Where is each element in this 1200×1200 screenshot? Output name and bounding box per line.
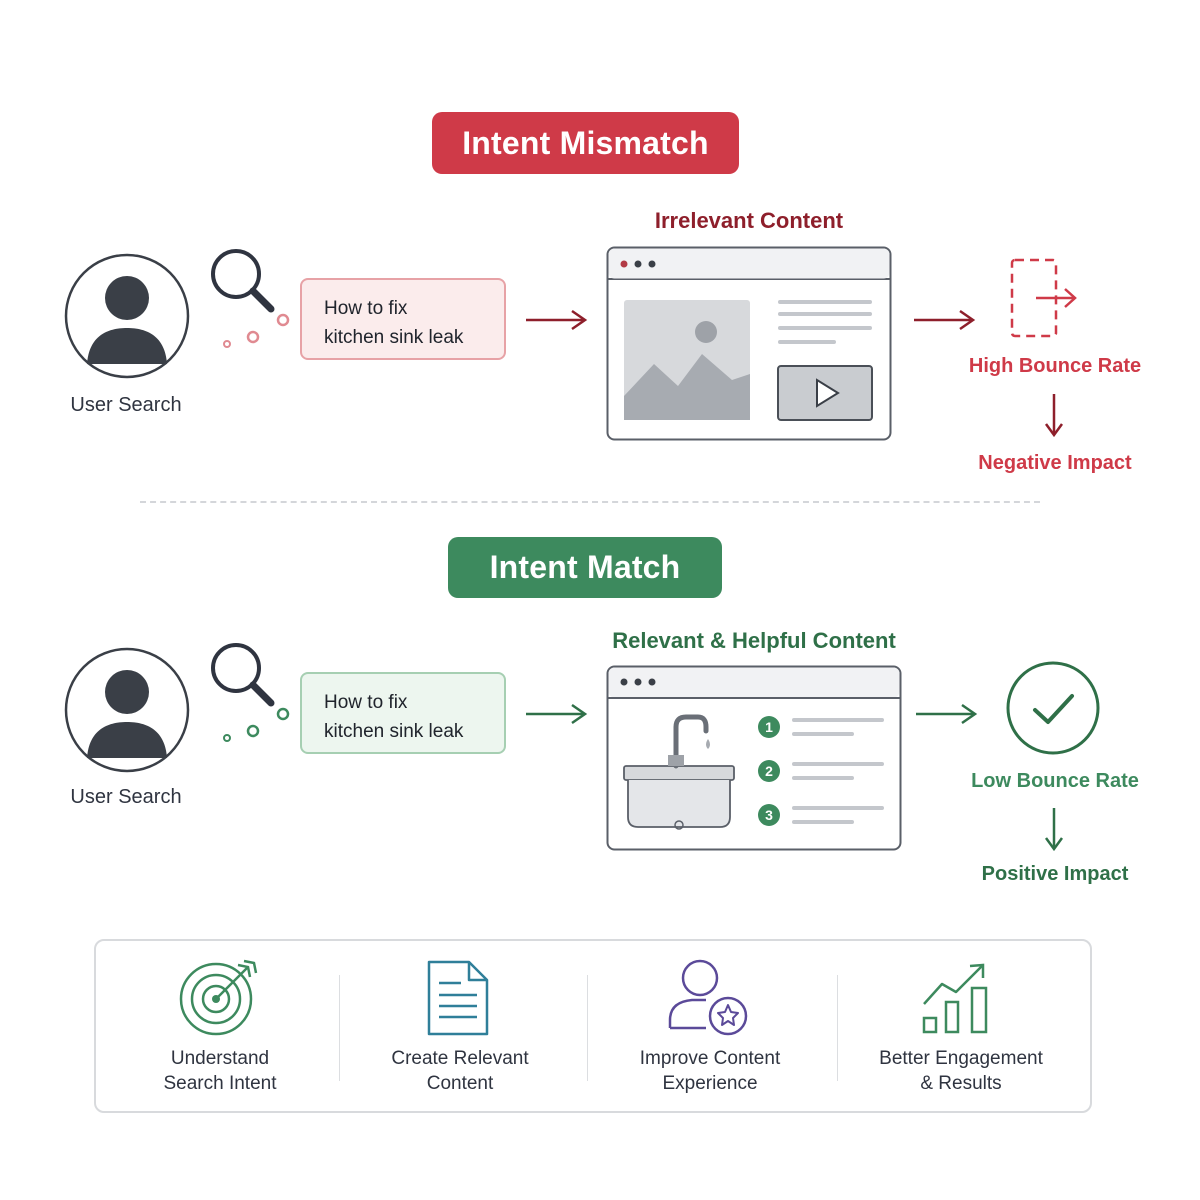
user-search-label: User Search [70,786,182,808]
arrow-right-icon [916,703,978,725]
feature-label-improve: Improve Content Experience [639,1048,781,1094]
arrow-down-icon [1044,394,1064,438]
panel-separator [837,975,838,1081]
irrelevant-content-heading: Irrelevant Content [654,208,844,233]
document-icon [427,960,489,1036]
user-avatar-icon [64,647,190,773]
target-icon [179,959,258,1036]
browser-window-relevant [606,665,902,851]
query-line-1: How to fix [324,298,408,319]
low-bounce-rate-label: Low Bounce Rate [971,770,1139,792]
growth-chart-icon [922,963,988,1034]
feature-label-understand: Understand Search Intent [163,1048,277,1094]
step-text-lines [792,718,884,824]
intent-match-title: Intent Match [448,537,722,598]
high-bounce-rate-label: High Bounce Rate [968,355,1142,377]
query-line-1: How to fix [324,692,408,713]
arrow-right-icon [526,703,588,725]
step-badge: 3 [758,804,780,826]
exit-door-icon [1010,258,1077,338]
feature-label-create: Create Relevant Content [391,1048,529,1094]
search-icon [211,643,290,742]
user-search-label: User Search [70,394,182,416]
browser-window-irrelevant [606,246,892,441]
feature-label-engagement: Better Engagement & Results [879,1048,1043,1094]
panel-separator [587,975,588,1081]
step-badge: 1 [758,716,780,738]
panel-separator [339,975,340,1081]
user-star-icon [668,959,748,1036]
relevant-content-heading: Relevant & Helpful Content [612,628,896,653]
query-line-2: kitchen sink leak [324,721,464,742]
intent-mismatch-title: Intent Mismatch [432,112,739,174]
arrow-right-icon [526,309,588,331]
arrow-down-icon [1044,808,1064,852]
negative-impact-label: Negative Impact [978,452,1132,474]
step-badge: 2 [758,760,780,782]
search-icon [211,249,290,348]
search-query-box: How to fix kitchen sink leak [300,672,506,754]
user-avatar-icon [64,253,190,379]
check-circle-icon [1006,661,1100,755]
arrow-right-icon [914,309,976,331]
section-divider [140,501,1040,503]
positive-impact-label: Positive Impact [981,863,1129,885]
search-query-box: How to fix kitchen sink leak [300,278,506,360]
best-practices-panel [94,939,1092,1113]
query-line-2: kitchen sink leak [324,327,464,348]
